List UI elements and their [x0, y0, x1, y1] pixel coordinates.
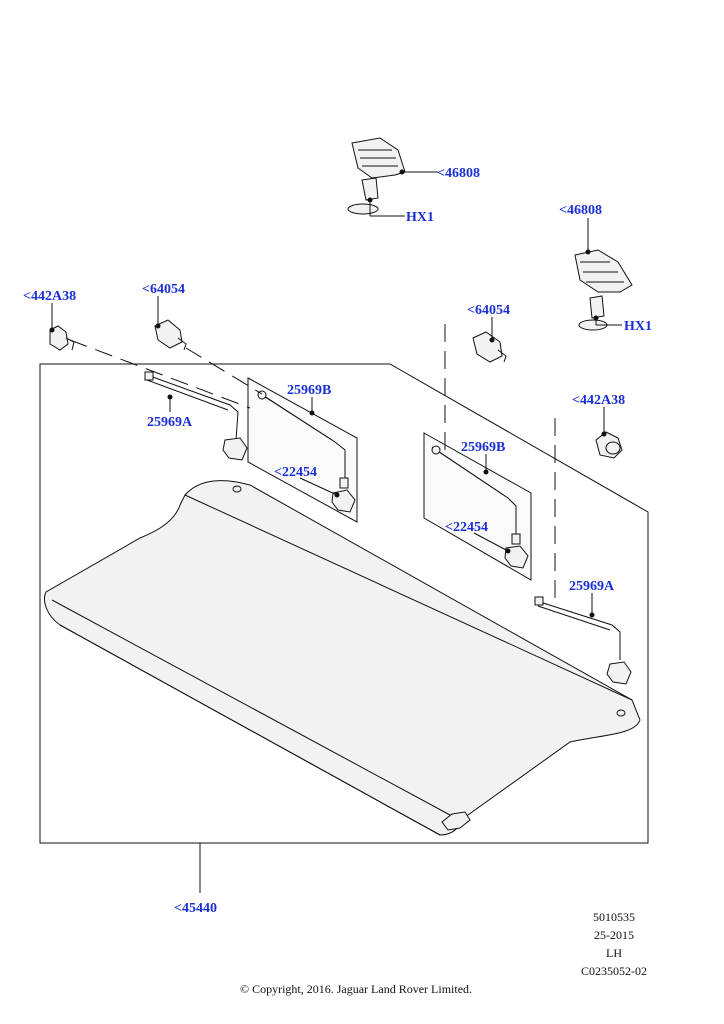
callout-strap-right-b: 25969B: [461, 440, 505, 455]
assembly-boundary: [39, 363, 649, 844]
callout-clip-right: <442A38: [572, 393, 625, 408]
copyright: © Copyright, 2016. Jaguar Land Rover Lim…: [240, 982, 472, 996]
callout-pivot-left: <64054: [142, 282, 185, 297]
strap-right-a-part: [534, 596, 632, 685]
parcel-shelf-part: [44, 480, 641, 836]
doc-number: 5010535: [593, 910, 635, 924]
callout-strap-left-b: 25969B: [287, 383, 331, 398]
doc-ref: C0235052-02: [581, 964, 647, 978]
callout-hook-top: <46808: [437, 166, 480, 181]
callout-knob-right: <22454: [445, 520, 488, 535]
callout-knob-left: <22454: [274, 465, 317, 480]
hook-top-part: [347, 137, 406, 215]
clip-right-part: [595, 431, 623, 459]
strap-left-a-part: [144, 371, 248, 461]
strap-inset-left: [247, 377, 358, 523]
callout-clip-left: <442A38: [23, 289, 76, 304]
callout-strap-left-a: 25969A: [147, 415, 193, 430]
strap-right-b-part: [431, 445, 529, 569]
callout-hook-right: <46808: [559, 203, 602, 218]
assembly-line: [69, 339, 251, 409]
pivot-right-part: [472, 331, 507, 363]
strap-inset-right: [423, 432, 532, 581]
leader-lines: [49, 169, 622, 893]
pivot-left-part: [154, 319, 187, 351]
callout-hook-top-clip: HX1: [406, 210, 434, 225]
callout-hook-right-clip: HX1: [624, 319, 652, 334]
callout-pivot-right: <64054: [467, 303, 510, 318]
assembly-line: [185, 347, 263, 395]
callout-strap-right-a: 25969A: [569, 579, 615, 594]
doc-side: LH: [606, 946, 622, 960]
doc-code: 25-2015: [594, 928, 634, 942]
hook-right-part: [574, 249, 633, 331]
callout-shelf: <45440: [174, 901, 217, 916]
